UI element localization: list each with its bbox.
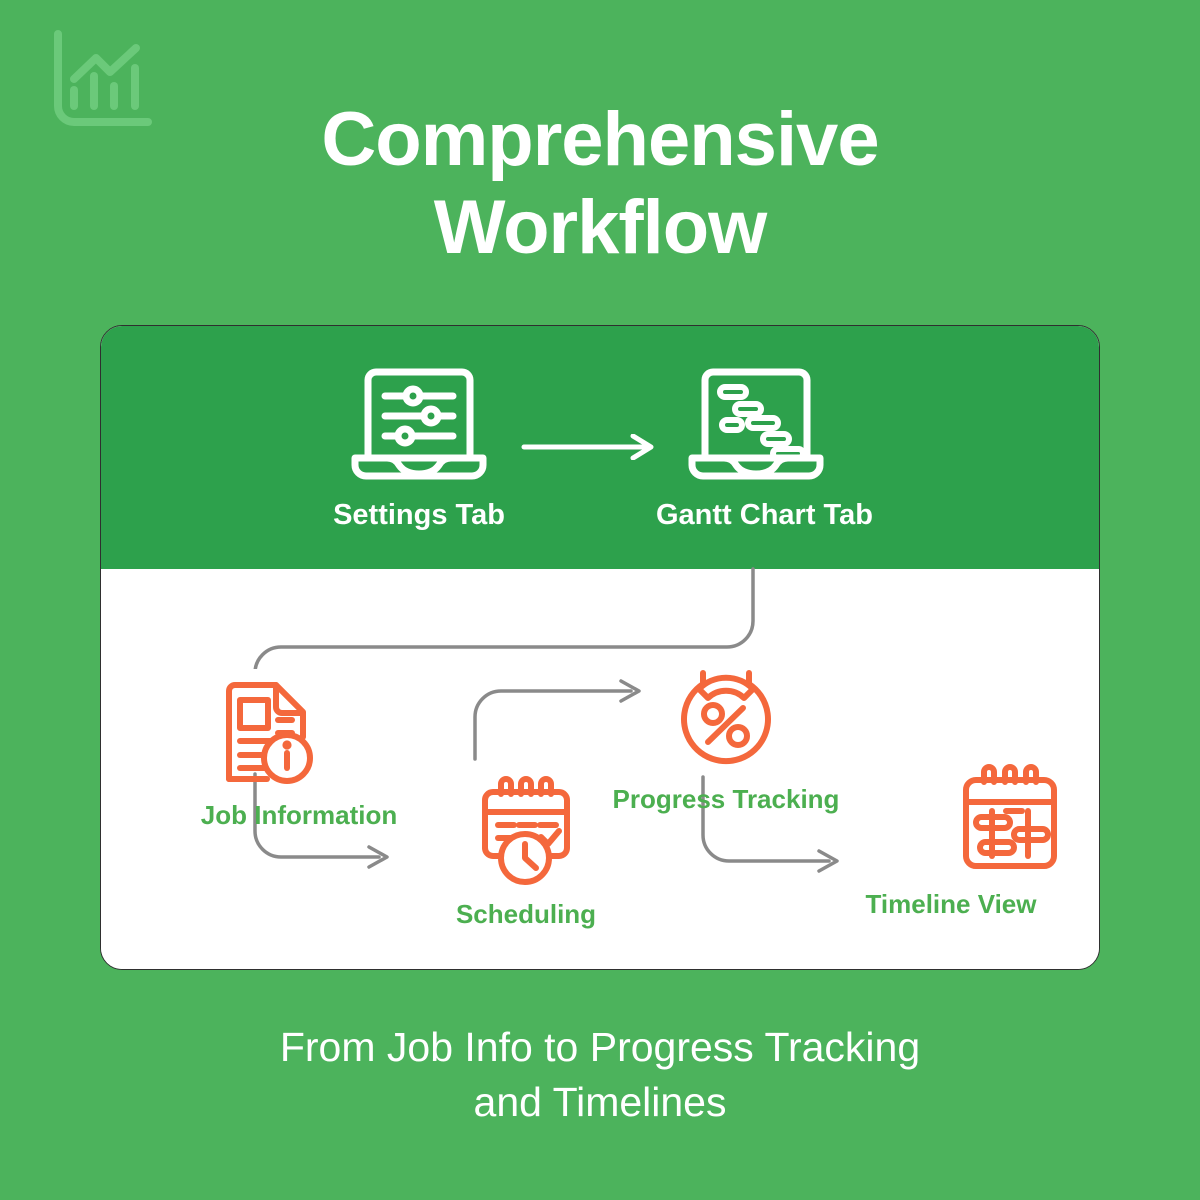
flow-node-label: Progress Tracking — [612, 784, 840, 814]
page-title: Comprehensive Workflow — [0, 96, 1200, 272]
flow-node-label: Job Information — [200, 800, 398, 830]
card-body-section: Job Information — [101, 567, 1099, 969]
footer-line-1: From Job Info to Progress Tracking — [279, 1024, 921, 1070]
calendar-timeline-icon — [954, 764, 1099, 879]
laptop-gantt-icon — [656, 366, 856, 487]
flow-node-gantt-chart-tab[interactable]: Gantt Chart Tab — [656, 366, 873, 532]
laptop-sliders-icon — [319, 366, 519, 487]
title-line-2: Workflow — [433, 185, 768, 270]
flow-node-scheduling[interactable]: Scheduling — [376, 776, 676, 930]
bar-chart-trend-icon — [54, 30, 152, 126]
flow-node-progress-tracking[interactable]: Progress Tracking — [526, 667, 926, 815]
arrow-right-icon — [521, 433, 654, 461]
arrow-settings-to-gantt — [521, 433, 661, 461]
footer-line-2: and Timelines — [473, 1079, 727, 1125]
brand-logo — [48, 24, 158, 134]
flow-node-settings-tab[interactable]: Settings Tab — [319, 366, 519, 532]
flow-node-timeline-view[interactable]: Timeline View — [801, 764, 1099, 920]
document-info-icon — [221, 679, 459, 792]
card-header-section: Settings Tab — [101, 326, 1099, 569]
calendar-clock-icon — [473, 776, 676, 891]
flow-node-label: Timeline View — [865, 889, 1037, 919]
workflow-card: Settings Tab — [100, 325, 1100, 970]
flow-node-label: Scheduling — [455, 899, 597, 929]
flow-node-label: Gantt Chart Tab — [656, 499, 873, 531]
footer-caption: From Job Info to Progress Tracking and T… — [0, 1020, 1200, 1130]
title-line-1: Comprehensive — [321, 97, 879, 182]
flow-node-label: Settings Tab — [333, 499, 505, 531]
flow-node-job-information[interactable]: Job Information — [139, 679, 459, 831]
pie-percent-icon — [674, 667, 926, 776]
